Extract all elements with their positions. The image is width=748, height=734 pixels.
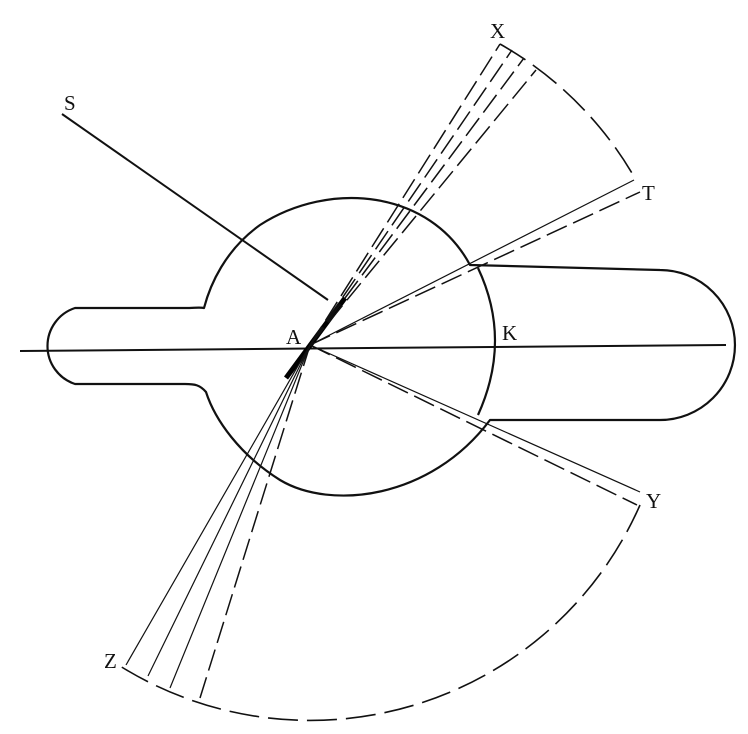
incident-ray xyxy=(61,113,329,301)
label-k: K xyxy=(502,321,517,345)
rays-x xyxy=(309,43,537,346)
rays-z xyxy=(125,344,311,699)
rays-t xyxy=(309,179,641,346)
inner-arc xyxy=(476,267,496,416)
label-z: Z xyxy=(104,649,117,673)
label-a: A xyxy=(286,325,302,349)
label-t: T xyxy=(642,181,655,205)
label-y: Y xyxy=(646,489,661,513)
upper-arc xyxy=(499,43,637,181)
label-x: X xyxy=(490,19,505,43)
horizontal-axis xyxy=(19,344,727,352)
lower-arc xyxy=(119,504,641,722)
label-s: S xyxy=(64,91,76,115)
rays-y xyxy=(309,344,641,506)
